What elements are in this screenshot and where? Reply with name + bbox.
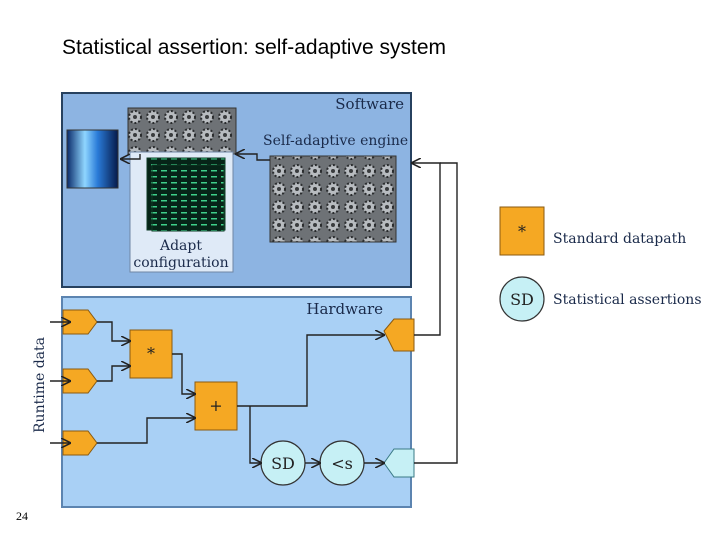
legend: * Standard datapath SD Statistical asser… (499, 206, 702, 322)
sd-symbol: SD (271, 454, 295, 473)
input-port-3 (62, 430, 98, 456)
adapt-label-line1: Adapt (159, 238, 202, 254)
network-image (66, 129, 119, 189)
wire-add-output (237, 335, 384, 407)
wire-in3-add (97, 418, 195, 444)
add-block: + (194, 381, 238, 431)
threshold-assertion: <s (319, 440, 365, 486)
gears-image-large (269, 155, 397, 243)
multiply-symbol: * (147, 344, 155, 363)
legend-assertion-label: Statistical assertions (553, 292, 702, 308)
input-port-1 (62, 309, 98, 335)
slide-title: Statistical assertion: self-adaptive sys… (62, 36, 446, 59)
page-number: 24 (16, 509, 28, 523)
adapt-label-line2: configuration (133, 255, 228, 271)
legend-assertion-symbol: SD (510, 290, 534, 309)
legend-standard-swatch (499, 206, 545, 256)
feedback-datapath (412, 163, 441, 336)
engine-label: Self-adaptive engine (263, 133, 408, 149)
arrow-engine-to-config (236, 154, 270, 161)
feedback-assertion (414, 162, 458, 464)
wire-in2-mult (97, 366, 130, 382)
runtime-data-label: Runtime data (32, 337, 48, 433)
threshold-symbol: <s (331, 454, 353, 473)
sd-assertion: SD (260, 440, 306, 486)
gears-image-small (127, 107, 237, 155)
input-port-2 (62, 368, 98, 394)
legend-assertion-swatch (499, 276, 545, 322)
adapt-configuration: Adapt configuration (129, 151, 234, 273)
wire-add-sd (249, 406, 261, 463)
hardware-label: Hardware (306, 300, 383, 318)
wire-in1-mult (97, 321, 130, 341)
arrow-to-network (121, 154, 141, 159)
add-symbol: + (209, 396, 222, 415)
legend-standard-symbol: * (518, 222, 526, 241)
multiply-block: * (129, 329, 173, 379)
wire-mult-add (172, 353, 195, 394)
legend-standard-label: Standard datapath (553, 231, 686, 247)
software-label: Software (335, 95, 404, 113)
